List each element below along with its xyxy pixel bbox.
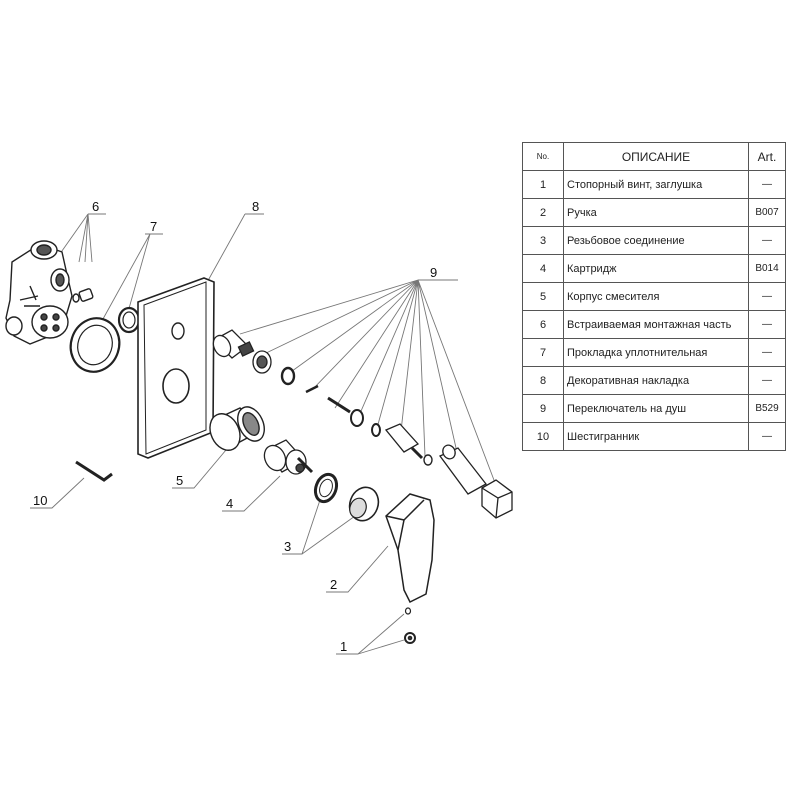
table-row: 3 Резьбовое соединение — <box>522 226 786 255</box>
table-row: 9 Переключатель на душ B529 <box>522 394 786 423</box>
table-row: 6 Встраиваемая монтажная часть — <box>522 310 786 339</box>
row-description: Встраиваемая монтажная часть <box>563 310 749 339</box>
row-art: B529 <box>748 394 786 423</box>
row-description: Шестигранник <box>563 422 749 451</box>
row-art: B014 <box>748 254 786 283</box>
callout-9: 9 <box>430 265 437 280</box>
row-art: — <box>748 366 786 395</box>
row-description: Переключатель на душ <box>563 394 749 423</box>
diverter-assembly-part <box>212 329 513 519</box>
table-row: 2 Ручка B007 <box>522 198 786 227</box>
header-description: ОПИСАНИЕ <box>563 142 749 171</box>
row-description: Стопорный винт, заглушка <box>563 170 749 199</box>
screw-plug-part <box>404 607 416 644</box>
table-row: 1 Стопорный винт, заглушка — <box>522 170 786 199</box>
row-description: Картридж <box>563 254 749 283</box>
row-no: 6 <box>522 310 564 339</box>
row-description: Декоративная накладка <box>563 366 749 395</box>
row-art: B007 <box>748 198 786 227</box>
row-art: — <box>748 282 786 311</box>
row-no: 5 <box>522 282 564 311</box>
callout-leaders <box>30 213 498 655</box>
row-art: — <box>748 310 786 339</box>
row-no: 7 <box>522 338 564 367</box>
callout-10: 10 <box>33 493 47 508</box>
threaded-connector-part <box>313 472 380 522</box>
table-header-row: No. ОПИСАНИЕ Art. <box>522 142 786 171</box>
row-art: — <box>748 170 786 199</box>
row-no: 10 <box>522 422 564 451</box>
parts-table: No. ОПИСАНИЕ Art. 1 Стопорный винт, загл… <box>522 142 786 451</box>
row-description: Ручка <box>563 198 749 227</box>
row-description: Прокладка уплотнительная <box>563 338 749 367</box>
callout-3: 3 <box>284 539 291 554</box>
callout-5: 5 <box>176 473 183 488</box>
callout-6: 6 <box>92 199 99 214</box>
row-art: — <box>748 338 786 367</box>
table-row: 4 Картридж B014 <box>522 254 786 283</box>
row-no: 9 <box>522 394 564 423</box>
gasket-part <box>69 306 141 373</box>
table-row: 5 Корпус смесителя — <box>522 282 786 311</box>
handle-part <box>385 493 435 604</box>
callout-2: 2 <box>330 577 337 592</box>
header-art: Art. <box>748 142 786 171</box>
row-description: Корпус смесителя <box>563 282 749 311</box>
header-no: No. <box>522 142 564 171</box>
callout-8: 8 <box>252 199 259 214</box>
decorative-plate-part <box>137 277 215 459</box>
callout-4: 4 <box>226 496 233 511</box>
row-no: 1 <box>522 170 564 199</box>
hex-key-part <box>75 460 113 482</box>
row-no: 4 <box>522 254 564 283</box>
callout-7: 7 <box>150 219 157 234</box>
table-row: 10 Шестигранник — <box>522 422 786 451</box>
row-no: 8 <box>522 366 564 395</box>
table-row: 8 Декоративная накладка — <box>522 366 786 395</box>
callout-numbers: 6 7 8 9 10 5 4 3 2 1 <box>33 199 437 654</box>
row-art: — <box>748 422 786 451</box>
cartridge-part <box>263 439 314 475</box>
mounting-body-part <box>5 240 94 345</box>
callout-1: 1 <box>340 639 347 654</box>
row-no: 2 <box>522 198 564 227</box>
table-row: 7 Прокладка уплотнительная — <box>522 338 786 367</box>
row-art: — <box>748 226 786 255</box>
row-description: Резьбовое соединение <box>563 226 749 255</box>
row-no: 3 <box>522 226 564 255</box>
mixer-body-sleeve-part <box>209 406 265 451</box>
